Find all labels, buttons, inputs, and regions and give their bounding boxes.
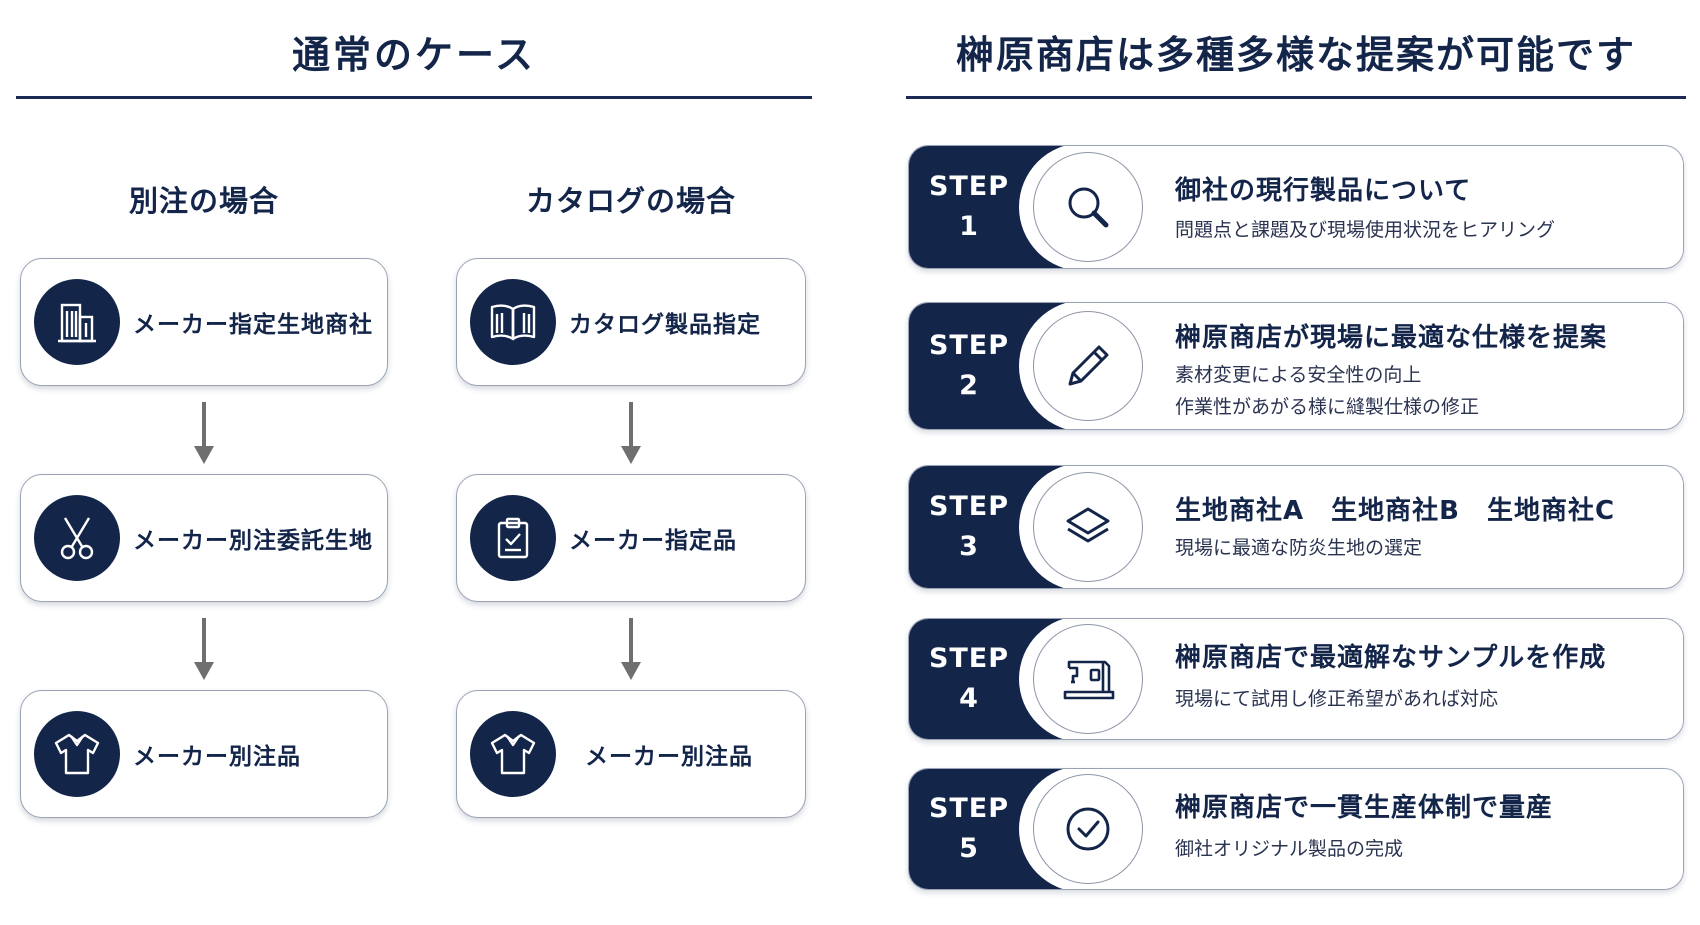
flow-card-label: メーカー別注品 <box>585 744 753 770</box>
step-description-line: 作業性があがる様に縫製仕様の修正 <box>1175 396 1480 418</box>
step-number: 1 <box>959 211 979 242</box>
down-arrow-icon <box>621 402 641 464</box>
step-description-line: 現場に最適な防炎生地の選定 <box>1175 537 1423 559</box>
step-description-line: 問題点と課題及び現場使用状況をヒアリング <box>1175 219 1556 241</box>
step-card-5: STEP 5 榊原商店で一貫生産体制で量産 御社オリジナル製品の完成 <box>908 768 1684 890</box>
step-label: STEP <box>928 793 1010 824</box>
step-card-3: STEP 3 生地商社A 生地商社B 生地商社C 現場に最適な防炎生地の選定 <box>908 465 1684 589</box>
flow-card-maker-fabric-trader: メーカー指定生地商社 <box>20 258 388 386</box>
flow-card-maker-custom-product: メーカー別注品 <box>456 690 806 818</box>
step-description-line: 素材変更による安全性の向上 <box>1175 364 1422 386</box>
step-card-1: STEP 1 御社の現行製品について 問題点と課題及び現場使用状況をヒアリング <box>908 145 1684 269</box>
open-book-icon <box>470 279 556 365</box>
step-title: 御社の現行製品について <box>1175 176 1472 206</box>
right-heading: 榊原商店は多種多様な提案が可能です <box>955 33 1636 77</box>
sewing-machine-icon <box>1033 624 1143 734</box>
step-description-line: 御社オリジナル製品の完成 <box>1175 838 1404 860</box>
step-label: STEP <box>928 643 1010 674</box>
step-card-4: STEP 4 榊原商店で最適解なサンプルを作成 現場にて試用し修正希望があれば対… <box>908 618 1684 740</box>
flow-card-label: メーカー別注品 <box>133 744 301 770</box>
flow-card-label: メーカー指定生地商社 <box>133 312 373 338</box>
clipboard-check-icon <box>470 495 556 581</box>
step-number: 3 <box>959 531 979 562</box>
left-heading-rule <box>16 96 812 99</box>
scissors-icon <box>34 495 120 581</box>
flow-card-label: カタログ製品指定 <box>569 312 761 338</box>
tshirt-icon <box>470 711 556 797</box>
flow-card-catalog-product: カタログ製品指定 <box>456 258 806 386</box>
down-arrow-icon <box>194 402 214 464</box>
check-circle-icon <box>1033 774 1143 884</box>
step-number: 2 <box>959 370 979 401</box>
step-label: STEP <box>928 330 1010 361</box>
flow-card-maker-specified-product: メーカー指定品 <box>456 474 806 602</box>
step-card-2: STEP 2 榊原商店が現場に最適な仕様を提案 素材変更による安全性の向上 作業… <box>908 302 1684 430</box>
left-heading: 通常のケース <box>291 33 537 77</box>
down-arrow-icon <box>621 618 641 680</box>
step-description-line: 現場にて試用し修正希望があれば対応 <box>1175 688 1499 710</box>
step-number: 5 <box>959 833 979 864</box>
column-title-catalog: カタログの場合 <box>525 184 736 218</box>
pencil-icon <box>1033 311 1143 421</box>
flow-card-label: メーカー別注委託生地 <box>133 528 373 554</box>
step-title: 榊原商店で一貫生産体制で量産 <box>1175 793 1554 823</box>
step-title: 榊原商店が現場に最適な仕様を提案 <box>1175 323 1608 353</box>
layers-icon <box>1033 472 1143 582</box>
right-heading-rule <box>906 96 1686 99</box>
flow-card-maker-consigned-fabric: メーカー別注委託生地 <box>20 474 388 602</box>
step-number: 4 <box>959 683 979 714</box>
step-title: 榊原商店で最適解なサンプルを作成 <box>1175 643 1607 673</box>
magnifier-icon <box>1033 152 1143 262</box>
tshirt-icon <box>34 711 120 797</box>
down-arrow-icon <box>194 618 214 680</box>
column-title-custom-order: 別注の場合 <box>128 184 279 218</box>
step-label: STEP <box>928 491 1010 522</box>
flow-card-maker-custom-product: メーカー別注品 <box>20 690 388 818</box>
building-icon <box>34 279 120 365</box>
step-label: STEP <box>928 171 1010 202</box>
step-title: 生地商社A 生地商社B 生地商社C <box>1175 496 1616 526</box>
flow-card-label: メーカー指定品 <box>569 528 737 554</box>
